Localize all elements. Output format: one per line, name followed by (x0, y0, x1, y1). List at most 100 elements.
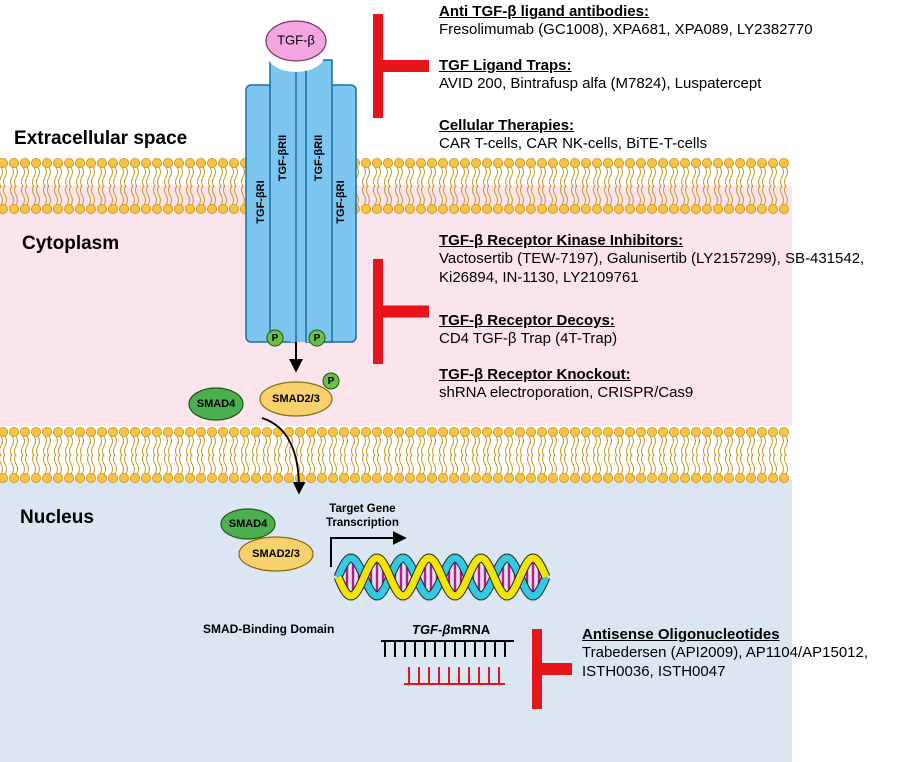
lipid-head (537, 426, 548, 437)
lipid-head (108, 157, 119, 168)
tgfb-ligand-label: TGF-β (277, 32, 315, 47)
lipid-head (338, 472, 349, 483)
lipid-tails (76, 435, 84, 475)
lipid-tails (527, 435, 535, 475)
lipid-head (559, 472, 570, 483)
inhibitor-mrna-level (532, 629, 572, 709)
lipid-head (294, 472, 305, 483)
lipid-head (735, 472, 746, 483)
lipid-head (581, 426, 592, 437)
lipid-head (669, 157, 680, 168)
lipid-head (459, 203, 470, 214)
lipid-head (526, 426, 537, 437)
lipid-tails (373, 435, 381, 475)
lipid-tails (186, 166, 194, 206)
lipid-head (636, 426, 647, 437)
lipid-tails (681, 166, 689, 206)
lipid-head (151, 203, 162, 214)
lipid-head (162, 157, 173, 168)
lipid-head (470, 203, 481, 214)
lipid-tails (450, 435, 458, 475)
lipid-head (42, 472, 53, 483)
lipid-head (702, 157, 713, 168)
lipid-tails (0, 435, 7, 475)
lipid-head (526, 472, 537, 483)
phospho-group-label: P (272, 333, 279, 344)
lipid-head (316, 426, 327, 437)
therapy-group-title: TGF-β Receptor Knockout: (439, 366, 631, 383)
lipid-head (53, 157, 64, 168)
lipid-head (724, 426, 735, 437)
lipid-head (195, 472, 206, 483)
lipid-head (768, 203, 779, 214)
lipid-head (393, 157, 404, 168)
lipid-tails (571, 435, 579, 475)
lipid-head (537, 157, 548, 168)
lipid-head (515, 157, 526, 168)
receptor-core (290, 60, 312, 342)
lipid-tails (340, 435, 348, 475)
lipid-tails (571, 166, 579, 206)
lipid-head (592, 157, 603, 168)
lipid-head (724, 157, 735, 168)
lipid-head (108, 472, 119, 483)
lipid-tails (120, 435, 128, 475)
lipid-head (64, 426, 75, 437)
lipid-tails (384, 435, 392, 475)
lipid-head (86, 426, 97, 437)
lipid-head (404, 157, 415, 168)
lipid-head (195, 426, 206, 437)
lipid-tails (230, 435, 238, 475)
lipid-head (614, 157, 625, 168)
lipid-head (261, 426, 272, 437)
lipid-tails (560, 435, 568, 475)
lipid-tails (637, 166, 645, 206)
lipid-head (119, 426, 130, 437)
lipid-head (503, 157, 514, 168)
lipid-tails (307, 435, 315, 475)
lipid-head (239, 426, 250, 437)
lipid-tails (505, 435, 513, 475)
lipid-head (713, 157, 724, 168)
lipid-tails (615, 166, 623, 206)
lipid-head (702, 472, 713, 483)
phospho-group-smad-label: P (328, 376, 335, 387)
lipid-head (349, 426, 360, 437)
inhibitor-receptor-level (373, 259, 429, 364)
lipid-tails (582, 435, 590, 475)
lipid-head (658, 203, 669, 214)
region-label-cytoplasm: Cytoplasm (22, 233, 120, 254)
lipid-head (0, 158, 8, 168)
lipid-head (140, 203, 151, 214)
therapy-group-cellular-therapies: Cellular Therapies: CAR T-cells, CAR NK-… (439, 117, 707, 153)
lipid-tails (505, 166, 513, 206)
lipid-head (382, 157, 393, 168)
lipid-head (691, 157, 702, 168)
lipid-head (129, 203, 140, 214)
lipid-head (492, 157, 503, 168)
lipid-head (537, 203, 548, 214)
lipid-head (228, 426, 239, 437)
lipid-tails (736, 435, 744, 475)
lipid-head (481, 472, 492, 483)
phospho-group-smad (322, 372, 340, 390)
lipid-tails (769, 166, 777, 206)
lipid-tails (175, 435, 183, 475)
lipid-head (228, 203, 239, 214)
lipid-head (86, 157, 97, 168)
lipid-head (86, 472, 97, 483)
lipid-head (162, 203, 173, 214)
therapy-group-line: CD4 TGF-β Trap (4T-Trap) (439, 330, 618, 347)
lipid-tails (43, 435, 51, 475)
lipid-head (75, 472, 86, 483)
inhibitor-ligand-level-stem (373, 60, 429, 72)
lipid-tails (780, 435, 788, 475)
receptor-label-tgfbri: TGF-βRI (335, 180, 347, 223)
nuclear-membrane (0, 426, 790, 483)
lipid-head (779, 472, 790, 483)
lipid-head (647, 472, 658, 483)
lipid-head (53, 203, 64, 214)
lipid-head (559, 157, 570, 168)
inhibitor-ligand-level (373, 14, 429, 118)
lipid-head (19, 157, 30, 168)
